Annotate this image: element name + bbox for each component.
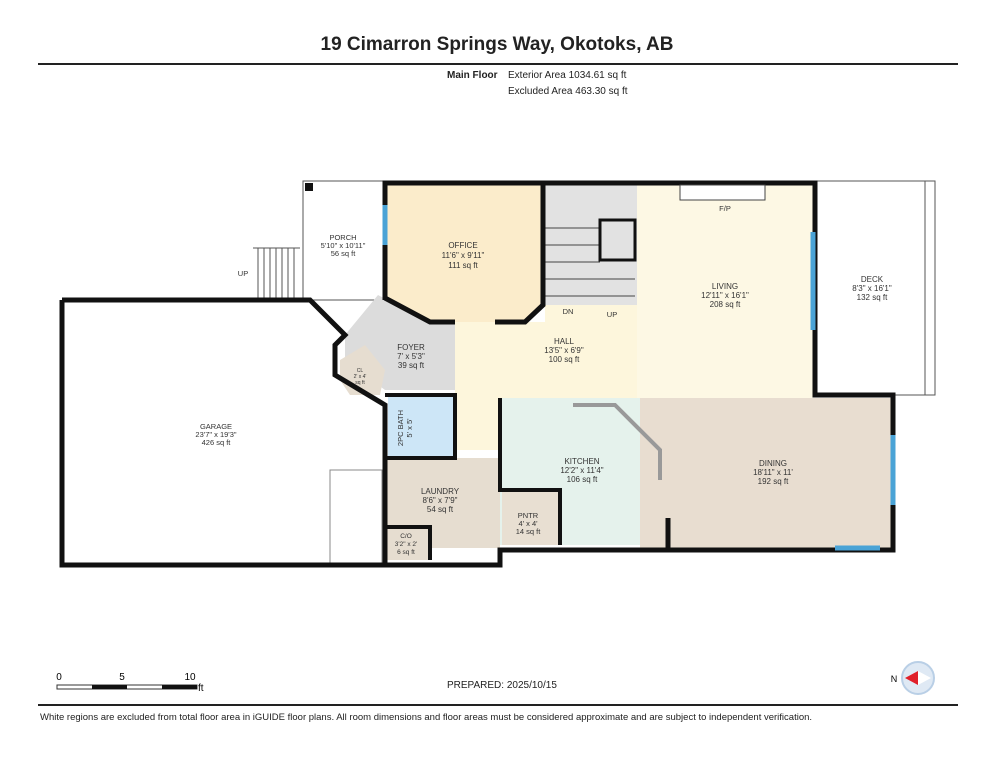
kitchen-counter	[573, 403, 662, 480]
kitchen-area-text: 106 sq ft	[567, 475, 598, 484]
foyer-dims: 7' x 5'3"	[397, 352, 425, 361]
kitchen-dims: 12'2" x 11'4"	[560, 466, 603, 475]
pantry-area-text: 14 sq ft	[516, 527, 542, 536]
coat-closet-area-text: 6 sq ft	[397, 549, 415, 556]
kitchen-name: KITCHEN	[564, 457, 599, 466]
porch-dims: 5'10" x 10'11"	[321, 241, 366, 250]
walls	[59, 180, 896, 568]
bath-name: 2PC BATH	[396, 410, 405, 446]
fireplace-label: F/P	[719, 204, 731, 213]
garage-area	[62, 300, 385, 565]
header-divider	[38, 63, 958, 65]
interior-stairs	[545, 218, 637, 297]
steps	[329, 469, 383, 566]
deck-area-text: 132 sq ft	[857, 293, 888, 302]
scale-bar: 0 5 10 ft	[56, 672, 204, 694]
coat-closet-name: C/O	[400, 533, 412, 540]
post	[305, 183, 313, 191]
hall-name: HALL	[554, 337, 575, 346]
down-stair-label: DN	[563, 307, 574, 316]
up-outside-label: UP	[238, 269, 248, 278]
outside-stairs	[253, 247, 300, 299]
laundry-name: LAUNDRY	[421, 487, 460, 496]
scale-tick-10: 10	[184, 672, 196, 683]
living-area-text: 208 sq ft	[710, 300, 741, 309]
windows	[382, 205, 896, 551]
porch-area	[302, 180, 384, 301]
excluded-area: Excluded Area 463.30 sq ft	[508, 86, 628, 97]
scale-tick-0: 0	[56, 672, 62, 683]
closet-name: CL	[357, 368, 364, 374]
foyer-area-text: 39 sq ft	[398, 361, 425, 370]
garage-area-text: 426 sq ft	[202, 438, 232, 447]
bath-label: 2PC BATH 5' x 5'	[396, 410, 414, 446]
foyer-name: FOYER	[397, 343, 425, 352]
page-title: 19 Cimarron Springs Way, Okotoks, AB	[320, 34, 674, 55]
scale-unit: ft	[198, 683, 204, 694]
bath-dims: 5' x 5'	[405, 418, 414, 438]
scale-tick-5: 5	[119, 672, 125, 683]
disclaimer: White regions are excluded from total fl…	[40, 712, 813, 723]
closet-dims: 2' x 4'	[354, 374, 367, 380]
dining-name: DINING	[759, 459, 787, 468]
living-area	[637, 185, 813, 398]
living-dims: 12'11" x 16'1"	[701, 291, 749, 300]
laundry-area-text: 54 sq ft	[427, 505, 454, 514]
prepared-date: PREPARED: 2025/10/15	[447, 680, 557, 691]
pantry-area	[502, 490, 560, 545]
dining-dims: 18'11" x 11'	[753, 468, 793, 477]
bath-area	[388, 395, 455, 460]
dining-area-text: 192 sq ft	[758, 477, 789, 486]
fireplace	[679, 184, 766, 201]
compass-north: N	[891, 674, 898, 684]
deck-dims: 8'3" x 16'1"	[852, 284, 892, 293]
deck-name: DECK	[861, 275, 884, 284]
office-area-text: 111 sq ft	[448, 261, 478, 270]
office-area	[385, 185, 543, 322]
laundry-dims: 8'6" x 7'9"	[423, 496, 458, 505]
compass-icon: N	[891, 661, 935, 695]
porch-name: PORCH	[329, 233, 356, 242]
pantry-dims: 4' x 4'	[518, 519, 538, 528]
porch-area-text: 56 sq ft	[331, 249, 357, 258]
living-name: LIVING	[712, 282, 738, 291]
deck-area	[812, 180, 936, 396]
office-dims: 11'6" x 9'11"	[442, 251, 485, 260]
floor-label: Main Floor	[447, 70, 498, 81]
up-stair-label: UP	[607, 310, 617, 319]
pantry-name: PNTR	[518, 511, 539, 520]
hall-dims: 13'5" x 6'9"	[544, 346, 584, 355]
closet-area-text: sq ft	[355, 380, 365, 386]
dining-area	[640, 398, 893, 548]
garage-name: GARAGE	[200, 422, 232, 431]
coat-closet-area	[385, 527, 430, 560]
exterior-area: Exterior Area 1034.61 sq ft	[508, 70, 627, 81]
coat-closet-dims: 3'2" x 2'	[395, 541, 418, 548]
hall-area	[455, 305, 637, 450]
footer-divider	[38, 704, 958, 706]
garage-dims: 23'7" x 19'3"	[195, 430, 236, 439]
hall-area-text: 100 sq ft	[549, 355, 580, 364]
office-name: OFFICE	[448, 241, 477, 250]
